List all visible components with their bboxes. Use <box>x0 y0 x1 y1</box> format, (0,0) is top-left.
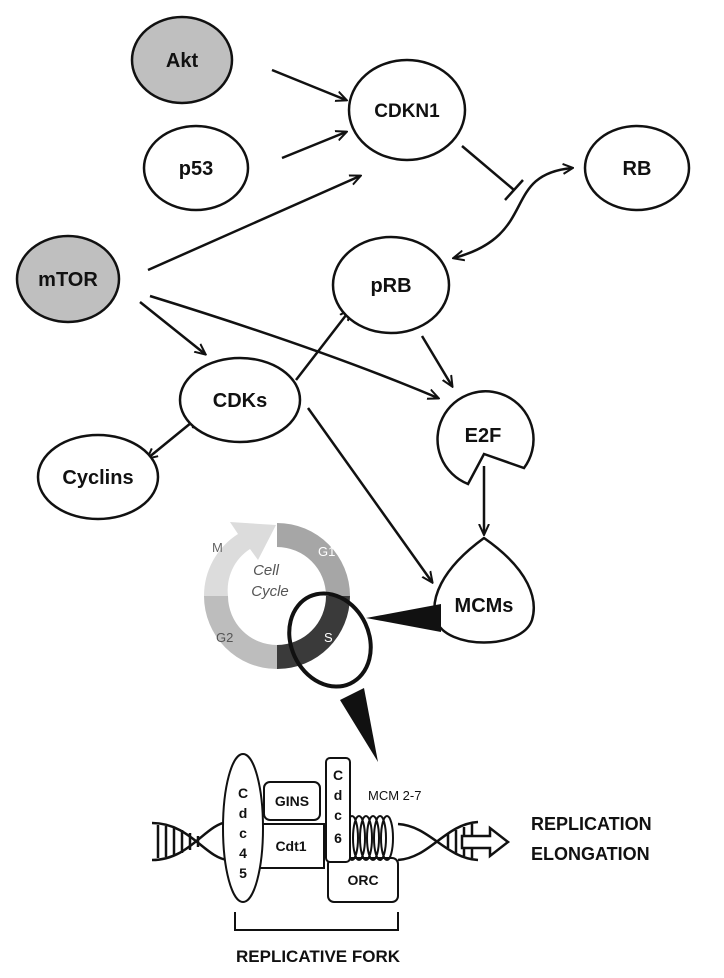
cdc6-box <box>325 757 351 863</box>
cdc45-letter-2: d <box>239 805 248 821</box>
cdc45-letter-3: c <box>239 825 247 841</box>
node-cdks <box>178 356 302 444</box>
edge-inhibit-bar <box>504 179 524 201</box>
cdt1-box <box>257 823 325 869</box>
edge-p53-cdkn1 <box>281 132 346 160</box>
pointer-mcms-to-s <box>366 604 441 632</box>
node-cdks-label: CDKs <box>213 390 267 412</box>
node-prb <box>331 235 451 335</box>
pointer-s-to-fork <box>340 688 378 762</box>
cdc6-letter-4: 6 <box>334 830 342 846</box>
node-mcms <box>433 536 535 644</box>
mcm27-label: MCM 2-7 <box>368 788 421 803</box>
elongation-label: ELONGATION <box>531 844 650 864</box>
cycle-segment-m <box>203 522 276 596</box>
edge-mtor-e2f <box>149 294 438 398</box>
cell-cycle: G1 S G2 M Cell Cycle <box>203 522 373 689</box>
cdc6-letter-1: C <box>333 767 343 783</box>
cdc45-letter-4: 4 <box>239 845 247 861</box>
edge-cdks-prb <box>295 310 350 381</box>
gins-label: GINS <box>275 793 309 809</box>
edge-cdkn1-inhibits-rb <box>461 145 515 191</box>
edge-cdks-mcms <box>306 407 432 582</box>
fork-bracket <box>234 912 399 931</box>
phase-label-m: M <box>212 540 223 555</box>
edges <box>139 68 572 582</box>
node-mtor <box>15 234 121 324</box>
cell-cycle-title-2: Cycle <box>251 583 289 600</box>
edge-akt-cdkn1 <box>271 68 346 100</box>
edge-cdks-cyclins <box>148 418 197 458</box>
orc-label: ORC <box>347 872 378 888</box>
node-akt <box>130 15 234 105</box>
phase-label-g2: G2 <box>216 630 233 645</box>
cell-cycle-title-1: Cell <box>253 562 280 579</box>
replicative-fork: Cdt1 GINS ORC MCM 2-7 C d c 6 C d c 4 5 <box>151 753 652 966</box>
cdc45-letter-1: C <box>238 785 248 801</box>
cdt1-label: Cdt1 <box>275 838 306 854</box>
edge-mtor-cdkn1 <box>147 176 360 272</box>
cycle-segment-s <box>277 596 350 669</box>
node-mcms-label: MCMs <box>455 595 514 617</box>
phase-label-s: S <box>324 630 333 645</box>
cdc45-ellipse <box>222 753 264 903</box>
replicative-fork-label: REPLICATIVE FORK <box>236 947 401 966</box>
node-akt-label: Akt <box>166 50 199 72</box>
node-cyclins-label: Cyclins <box>62 467 133 489</box>
cdc6-letter-3: c <box>334 807 342 823</box>
node-rb-label: RB <box>623 158 652 180</box>
node-cdkn1-label: CDKN1 <box>374 101 440 122</box>
mcm27-rings <box>345 815 394 861</box>
node-rb <box>583 124 691 212</box>
node-prb-label: pRB <box>370 275 411 297</box>
node-cyclins <box>36 433 160 521</box>
node-p53-label: p53 <box>179 158 213 180</box>
cdc45-letter-5: 5 <box>239 865 247 881</box>
node-mtor-label: mTOR <box>38 269 98 291</box>
cycle-segment-g1 <box>277 523 350 596</box>
edge-prb-e2f <box>420 335 452 386</box>
phase-label-g1: G1 <box>318 544 335 559</box>
edge-mtor-cdks <box>139 301 205 354</box>
s-phase-highlight <box>287 591 373 689</box>
node-cdkn1 <box>347 58 467 162</box>
node-e2f <box>436 390 535 486</box>
cycle-segment-g2 <box>204 596 277 669</box>
replication-label: REPLICATION <box>531 814 652 834</box>
node-p53 <box>142 124 250 212</box>
dna-left <box>151 820 229 862</box>
edge-rb-prb <box>454 168 572 258</box>
gins-box <box>263 781 321 821</box>
cdc6-letter-2: d <box>334 787 343 803</box>
node-e2f-label: E2F <box>465 425 502 447</box>
elongation-arrow <box>460 825 511 859</box>
